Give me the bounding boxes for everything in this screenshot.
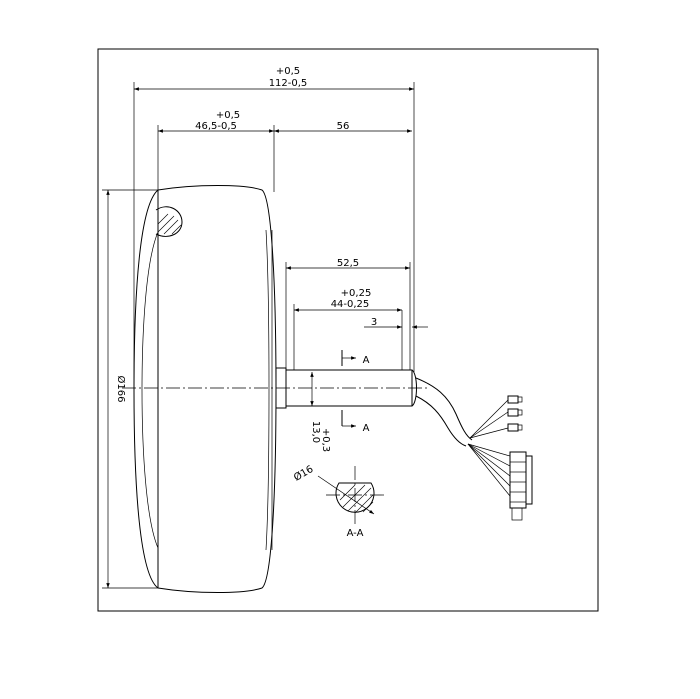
shaft-end-gap-value: 3 xyxy=(371,317,377,328)
hub-width-tolerance: +0,5 xyxy=(216,110,240,121)
dim-flat-length xyxy=(293,304,402,370)
hub-width-value: 46,5-0,5 xyxy=(195,121,237,132)
flat-depth-value: 13,0 xyxy=(310,421,321,443)
section-a-a-view xyxy=(317,466,384,524)
dim-hub-diameter xyxy=(102,189,158,589)
mounting-hole xyxy=(155,206,183,237)
axle-shaft xyxy=(122,367,430,409)
overall-length-value: 112-0,5 xyxy=(269,78,308,89)
flat-depth-tolerance: +0,3 xyxy=(320,428,331,452)
section-label: A-A xyxy=(347,528,364,539)
hub-motor-body xyxy=(133,185,277,593)
dim-shaft-extension xyxy=(285,262,411,370)
shaft-diameter-value: Ø16 xyxy=(292,463,316,484)
dim-shaft-end-gap xyxy=(364,310,428,370)
section-cut-line xyxy=(341,350,356,428)
overall-length-tolerance: +0,5 xyxy=(276,66,300,77)
hall-sensor-plug xyxy=(509,451,533,521)
dim-hub-width xyxy=(157,125,412,192)
shaft-extension-value: 52,5 xyxy=(337,258,359,269)
flat-length-tolerance: +0,25 xyxy=(341,288,372,299)
drawing-frame xyxy=(97,48,599,612)
dim-overall-length xyxy=(133,82,415,380)
section-marker-bottom: A xyxy=(363,423,370,434)
flat-length-value: 44-0,25 xyxy=(331,299,370,310)
shaft-length-value: 56 xyxy=(337,121,350,132)
section-marker-top: A xyxy=(363,355,370,366)
hub-diameter-value: Ø166 xyxy=(115,376,127,403)
phase-connectors xyxy=(507,395,523,432)
motor-cable xyxy=(415,377,511,497)
